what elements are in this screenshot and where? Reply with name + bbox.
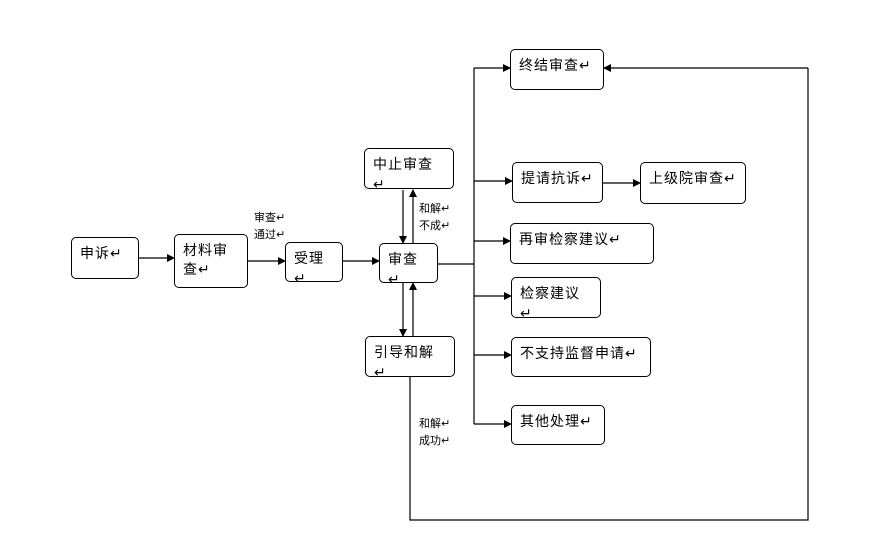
node-zhongzhi-shencha: 中止审查↵ bbox=[364, 148, 454, 193]
node-shouli: 受理↵ bbox=[285, 242, 343, 287]
node-shencha-label: 审查↵ bbox=[388, 252, 418, 288]
node-cailiao-shencha: 材料审 查↵ bbox=[174, 234, 248, 288]
node-shencha: 审查↵ bbox=[379, 243, 438, 288]
edge-label-hejie-bucheng: 和解↵ 不成↵ bbox=[419, 200, 450, 234]
edge-label-hejie-chenggong: 和解↵ 成功↵ bbox=[419, 415, 450, 449]
edge-label-shencha-tongguo: 审查↵ 通过↵ bbox=[254, 209, 285, 243]
node-shensu: 申诉↵ bbox=[71, 237, 139, 279]
edge-label-bucheng-line2: 不成↵ bbox=[419, 219, 451, 232]
node-shangji-label: 上级院审查↵ bbox=[649, 171, 737, 187]
node-tiqing-kangsu: 提请抗诉↵ bbox=[512, 162, 603, 203]
node-zaishen-label: 再审检察建议↵ bbox=[519, 232, 622, 248]
node-qita-label: 其他处理↵ bbox=[520, 414, 593, 430]
connector-yindao-loop-to-zhongjie bbox=[409, 68, 809, 521]
edge-label-shencha-line1: 审查↵ bbox=[254, 211, 286, 224]
node-zhongjie-shencha: 终结审查↵ bbox=[510, 49, 604, 90]
edge-label-chenggong-line2: 成功↵ bbox=[419, 434, 451, 447]
node-shouli-label: 受理↵ bbox=[294, 251, 324, 287]
node-qita-chuli: 其他处理↵ bbox=[511, 405, 605, 445]
node-buzhichi-jiandu-shenqing: 不支持监督申请↵ bbox=[511, 337, 651, 377]
node-tiqing-label: 提请抗诉↵ bbox=[521, 171, 594, 187]
node-zhongjie-label: 终结审查↵ bbox=[519, 58, 592, 74]
node-jiancha-label: 检察建议↵ bbox=[520, 286, 580, 322]
node-buzhichi-label: 不支持监督申请↵ bbox=[520, 346, 638, 362]
edge-label-hejie2-line1: 和解↵ bbox=[419, 417, 451, 430]
edge-label-hejie-line1: 和解↵ bbox=[419, 202, 451, 215]
node-shensu-label: 申诉↵ bbox=[80, 246, 123, 262]
node-zaishen-jiancha-jianyi: 再审检察建议↵ bbox=[510, 223, 654, 264]
edge-label-tongguo-line2: 通过↵ bbox=[254, 228, 286, 241]
node-jiancha-jianyi: 检察建议↵ bbox=[511, 277, 601, 322]
node-shangjiyuan-shencha: 上级院审查↵ bbox=[640, 162, 746, 204]
node-zhongzhi-label: 中止审查↵ bbox=[373, 157, 433, 193]
node-yindao-label: 引导和解↵ bbox=[374, 345, 434, 381]
node-yindao-hejie: 引导和解↵ bbox=[365, 336, 455, 381]
node-cailiao-label-line2: 查↵ bbox=[183, 262, 211, 278]
node-cailiao-label-line1: 材料审 bbox=[183, 243, 228, 259]
